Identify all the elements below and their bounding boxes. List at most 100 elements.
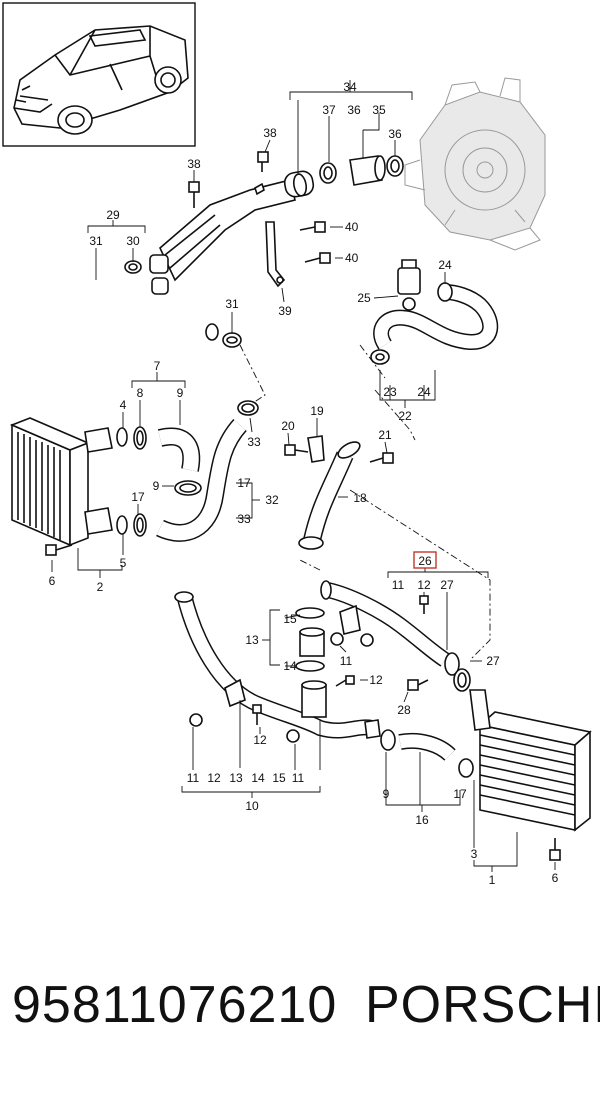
clamp-30 bbox=[124, 260, 142, 274]
callout-leaders bbox=[51, 80, 556, 872]
callout-13: 13 bbox=[229, 771, 243, 785]
bolts-12 bbox=[252, 595, 429, 725]
callout-15: 15 bbox=[272, 771, 286, 785]
callout-28: 28 bbox=[397, 703, 411, 717]
callout-labels: 34 37 36 35 36 38 38 29 31 30 40 40 39 3… bbox=[49, 80, 559, 887]
bracket-10 bbox=[224, 678, 246, 708]
sleeve-13 bbox=[299, 627, 325, 657]
callout-32: 32 bbox=[265, 493, 279, 507]
callout-19: 19 bbox=[310, 404, 324, 418]
clamps-37-36 bbox=[319, 155, 404, 184]
callout-9: 9 bbox=[383, 787, 390, 801]
seal-17-right bbox=[458, 758, 474, 778]
callout-18: 18 bbox=[353, 491, 367, 505]
sleeve-35 bbox=[349, 155, 386, 186]
callout-27: 27 bbox=[440, 578, 454, 592]
hose-16 bbox=[398, 732, 456, 762]
engine-illustration bbox=[404, 77, 546, 251]
callout-20: 20 bbox=[281, 419, 295, 433]
bolt-20 bbox=[284, 444, 309, 456]
callout-11: 11 bbox=[392, 578, 405, 592]
callout-9: 9 bbox=[153, 479, 160, 493]
callout-33: 33 bbox=[237, 512, 251, 526]
callout-38: 38 bbox=[187, 157, 201, 171]
intercooler-left bbox=[9, 417, 113, 547]
intercooler-right bbox=[469, 689, 592, 832]
callout-3: 3 bbox=[471, 847, 478, 861]
callout-6: 6 bbox=[552, 871, 559, 885]
o-rings-4-5 bbox=[116, 427, 128, 535]
hose-31 bbox=[93, 271, 219, 341]
callout-40: 40 bbox=[345, 220, 359, 234]
callout-26-highlight bbox=[413, 551, 437, 569]
callout-5: 5 bbox=[120, 556, 127, 570]
callout-38: 38 bbox=[263, 126, 277, 140]
callout-12: 12 bbox=[207, 771, 221, 785]
seals-8-17-left bbox=[133, 426, 147, 537]
callout-2: 2 bbox=[97, 580, 104, 594]
callout-9: 9 bbox=[177, 386, 184, 400]
bolt-21 bbox=[369, 452, 394, 464]
callout-21: 21 bbox=[378, 428, 392, 442]
clamps-24-23 bbox=[370, 282, 453, 365]
clamp-33 bbox=[237, 400, 259, 416]
bolts-40 bbox=[299, 221, 331, 264]
pipe-18 bbox=[298, 441, 361, 550]
callout-25: 25 bbox=[357, 291, 371, 305]
sensor-25 bbox=[397, 259, 421, 311]
hose-9-left-upper bbox=[157, 427, 201, 472]
callout-1: 1 bbox=[489, 873, 496, 887]
callout-34: 34 bbox=[343, 80, 357, 94]
callout-24: 24 bbox=[438, 258, 452, 272]
seals-27 bbox=[444, 652, 471, 692]
callout-14: 14 bbox=[251, 771, 265, 785]
callout-17: 17 bbox=[131, 490, 145, 504]
hose-32 bbox=[156, 418, 247, 542]
callout-27: 27 bbox=[486, 654, 500, 668]
vehicle-thumbnail bbox=[2, 2, 196, 147]
brand-name: PORSCHE bbox=[365, 976, 600, 1034]
part-number: 95811076210 bbox=[12, 976, 338, 1034]
callout-36: 36 bbox=[347, 103, 361, 117]
bolt-28 bbox=[407, 679, 429, 691]
connection-lines bbox=[239, 344, 491, 661]
callout-11: 11 bbox=[187, 771, 200, 785]
callout-29: 29 bbox=[106, 208, 120, 222]
footer: 95811076210 PORSCHE bbox=[0, 975, 600, 1055]
callout-11: 11 bbox=[340, 654, 353, 668]
bolt-6-right bbox=[549, 838, 561, 861]
callout-6: 6 bbox=[49, 574, 56, 588]
callout-12: 12 bbox=[417, 578, 431, 592]
pipe-26 bbox=[320, 580, 450, 667]
callout-22: 22 bbox=[398, 409, 412, 423]
callout-17: 17 bbox=[237, 476, 251, 490]
callout-8: 8 bbox=[137, 386, 144, 400]
callout-16: 16 bbox=[415, 813, 429, 827]
grommets-11 bbox=[189, 632, 374, 743]
upper-intake-pipe bbox=[149, 170, 315, 295]
callout-40: 40 bbox=[345, 251, 359, 265]
callout-17: 17 bbox=[453, 787, 467, 801]
callout-31: 31 bbox=[225, 297, 239, 311]
bolt-6-left bbox=[45, 544, 73, 556]
clamp-31 bbox=[222, 332, 242, 348]
callout-7: 7 bbox=[154, 359, 161, 373]
callout-36: 36 bbox=[388, 127, 402, 141]
callout-23: 23 bbox=[383, 385, 397, 399]
callout-10: 10 bbox=[245, 799, 259, 813]
callout-35: 35 bbox=[372, 103, 386, 117]
hose-22 bbox=[373, 284, 499, 350]
callout-39: 39 bbox=[278, 304, 292, 318]
clamp-9-left bbox=[174, 480, 202, 496]
sensor-19 bbox=[307, 435, 325, 463]
callout-4: 4 bbox=[120, 398, 127, 412]
callout-12: 12 bbox=[253, 733, 267, 747]
callout-11: 11 bbox=[292, 771, 305, 785]
clamps-15-14 bbox=[295, 607, 325, 672]
pipe-10 bbox=[174, 591, 381, 739]
clamp-9-right bbox=[380, 729, 396, 751]
callout-37: 37 bbox=[322, 103, 336, 117]
bracket-39 bbox=[265, 221, 286, 288]
callout-30: 30 bbox=[126, 234, 140, 248]
